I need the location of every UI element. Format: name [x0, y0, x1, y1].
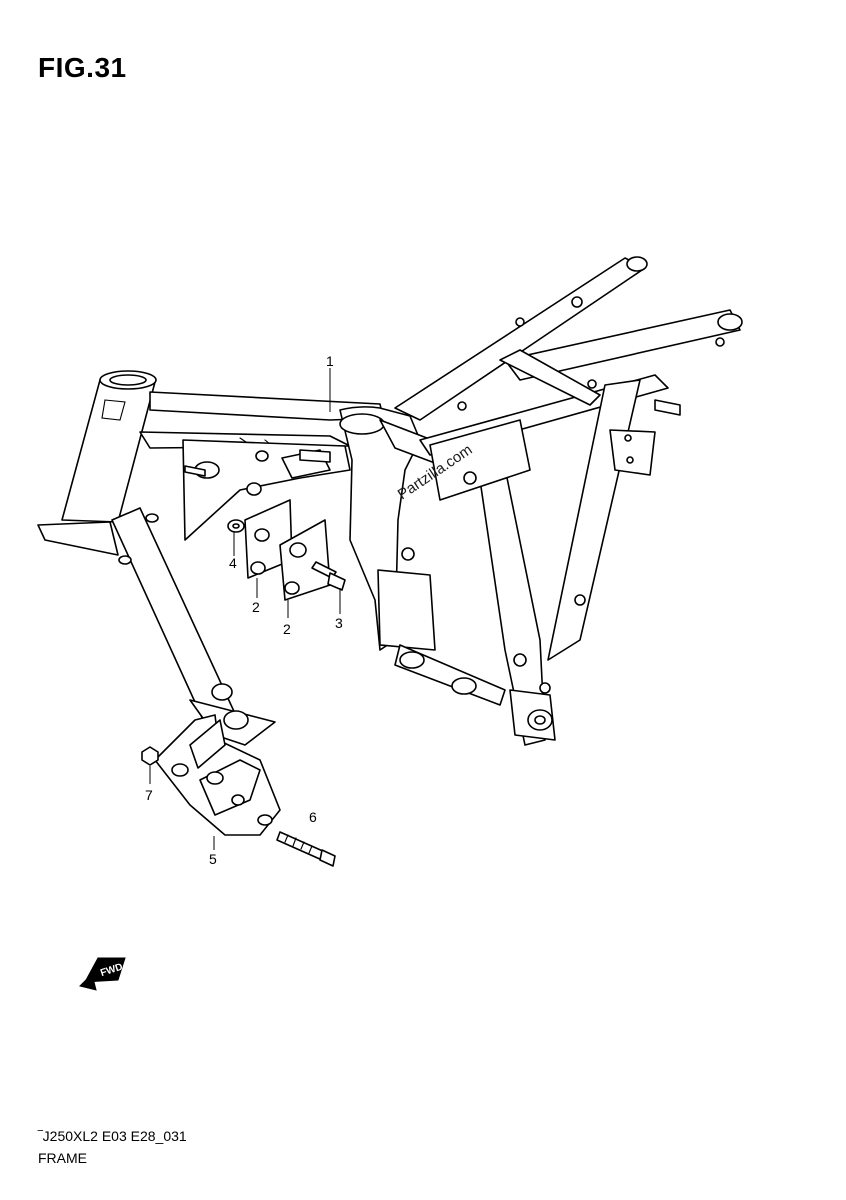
mount-spacer [227, 519, 245, 533]
diagram-caption: FRAME [38, 1150, 87, 1166]
steering-head-tube [61, 379, 156, 523]
engine-mount-plate-left [244, 499, 293, 579]
diagram-code: ‾J250XL2 E03 E28_031 [38, 1128, 187, 1144]
callout-1: 1 [326, 353, 334, 369]
rear-subframe [504, 309, 741, 381]
engine-mount-plate-right [279, 519, 331, 601]
pivot-section [339, 406, 421, 651]
callout-6: 6 [309, 809, 317, 825]
callout-7: 7 [145, 787, 153, 803]
forward-direction-arrow-icon: FWD [79, 957, 126, 991]
pivot-plate [377, 569, 436, 651]
callout-4: 4 [229, 555, 237, 571]
callout-3: 3 [335, 615, 343, 631]
head-tube-bottom [37, 521, 119, 556]
figure-title: FIG.31 [38, 52, 127, 83]
rear-down-strut [547, 379, 641, 661]
callout-2a: 2 [252, 599, 260, 615]
skid-plate-bolt [276, 831, 336, 867]
mount-bolt [311, 561, 346, 591]
down-tube [111, 507, 239, 736]
right-main-rail [379, 419, 546, 746]
main-frame [37, 256, 743, 746]
callout-5: 5 [209, 851, 217, 867]
skid-plate-nut [141, 746, 159, 766]
leader-lines [149, 368, 341, 850]
skid-plate [154, 714, 281, 836]
rear-mount-bracket [609, 429, 656, 476]
callout-2b: 2 [283, 621, 291, 637]
